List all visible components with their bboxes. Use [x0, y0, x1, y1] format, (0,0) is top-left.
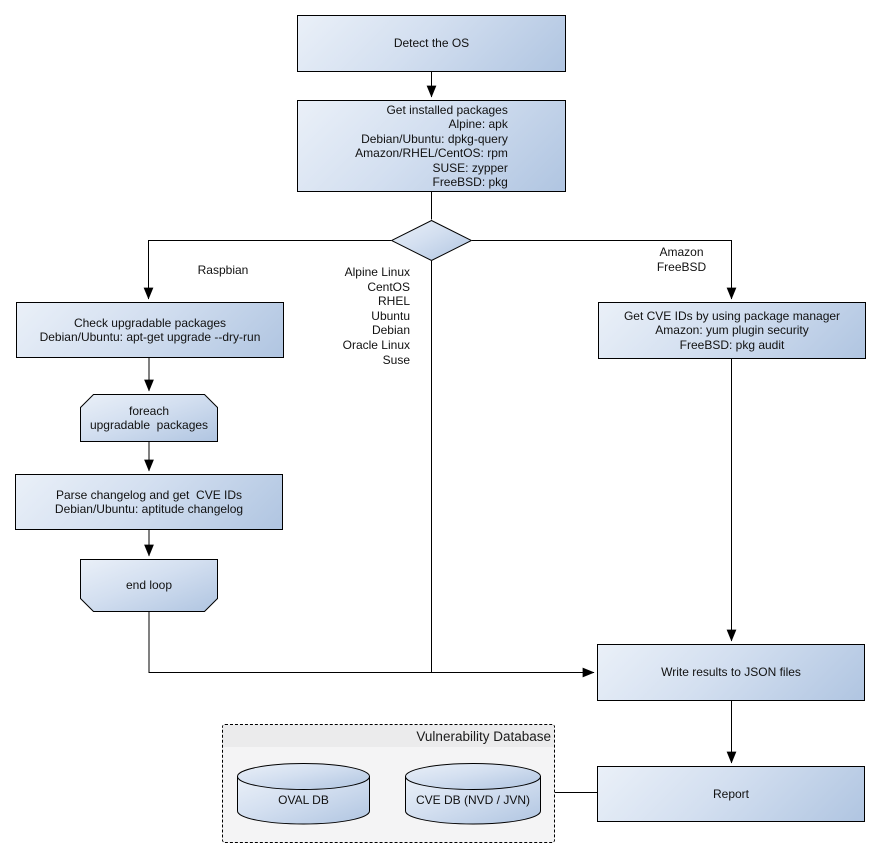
node-detect-os: Detect the OS — [297, 15, 566, 72]
node-end-loop: end loop — [80, 559, 218, 612]
edge-label-os-list: Alpine Linux CentOS RHEL Ubuntu Debian O… — [342, 265, 410, 367]
vulnerability-database-header: Vulnerability Database — [223, 725, 554, 747]
database-cylinder-icon — [237, 763, 370, 825]
edge-label-amazon-freebsd: Amazon FreeBSD — [656, 245, 707, 274]
vulnerability-database-title: Vulnerability Database — [416, 728, 551, 744]
node-check-upgradable-packages: Check upgradable packages Debian/Ubuntu:… — [16, 302, 284, 358]
node-parse-changelog: Parse changelog and get CVE IDs Debian/U… — [15, 474, 283, 530]
node-get-cve-ids-label: Get CVE IDs by using package manager Ama… — [623, 308, 841, 352]
database-cylinder-icon — [405, 763, 541, 825]
node-report-label: Report — [712, 786, 750, 801]
edge-decision-to-check-raspbian — [143, 240, 391, 300]
node-report: Report — [597, 766, 865, 822]
node-parse-changelog-label: Parse changelog and get CVE IDs Debian/U… — [54, 487, 244, 517]
node-check-upgradable-packages-label: Check upgradable packages Debian/Ubuntu:… — [39, 315, 261, 345]
node-detect-os-label: Detect the OS — [393, 36, 470, 51]
node-get-cve-ids: Get CVE IDs by using package manager Ama… — [598, 302, 866, 359]
node-os-decision-diamond — [391, 220, 472, 261]
node-foreach-loop: foreach upgradable packages — [80, 394, 218, 442]
node-get-installed-packages-label: Get installed packages Alpine: apk Debia… — [355, 102, 508, 190]
loop-limit-shape — [80, 394, 218, 442]
node-write-results-json: Write results to JSON files — [597, 644, 865, 701]
edge-label-raspbian: Raspbian — [197, 263, 249, 277]
node-end-loop-label: end loop — [125, 578, 173, 593]
loop-end-shape — [80, 559, 218, 612]
node-write-results-json-label: Write results to JSON files — [661, 665, 801, 680]
node-get-installed-packages: Get installed packages Alpine: apk Debia… — [297, 100, 566, 192]
edge-decision-to-getcve-amazon — [472, 240, 737, 300]
node-oval-db-label: OVAL DB — [278, 793, 329, 807]
node-cve-db: CVE DB (NVD / JVN) — [405, 763, 541, 825]
node-foreach-loop-label: foreach upgradable packages — [89, 403, 209, 433]
diamond-shape — [391, 220, 472, 261]
node-oval-db: OVAL DB — [237, 763, 370, 825]
edge-endloop-to-write — [148, 612, 595, 678]
node-cve-db-label: CVE DB (NVD / JVN) — [415, 793, 530, 807]
